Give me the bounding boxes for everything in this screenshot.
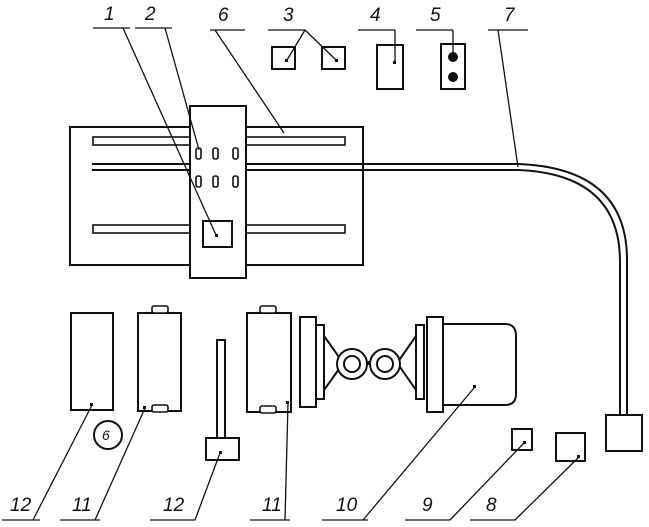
label-11-right: 11: [262, 495, 282, 516]
component-3a: [271, 46, 296, 70]
component-4: [376, 30, 404, 90]
label-8: 8: [486, 495, 497, 516]
left-flange: [299, 316, 317, 408]
label-10: 10: [336, 495, 358, 516]
cable-outer: [92, 163, 628, 415]
top-callouts: 1 2 6 3 4 5 7: [93, 4, 528, 31]
label-12-right: 12: [163, 495, 185, 516]
component-8-box: [555, 432, 586, 462]
component-11-left: [94, 305, 182, 521]
component-9-box: [511, 428, 533, 451]
component-11-right: [246, 305, 292, 521]
right-collar: [415, 324, 425, 400]
component-9: [449, 428, 533, 521]
label-4: 4: [370, 5, 381, 26]
label-6: 6: [218, 5, 229, 26]
circle-marker-label: 6: [102, 427, 110, 443]
label-5: 5: [430, 5, 441, 26]
circle-marker-ring: [93, 420, 123, 450]
label-9: 9: [422, 495, 433, 516]
label-3: 3: [283, 5, 294, 26]
motor-assembly-10: [299, 316, 517, 521]
component-8: [514, 432, 586, 521]
label-2: 2: [144, 4, 156, 25]
carriage-sensor: [202, 220, 233, 248]
rod-12: [216, 339, 226, 441]
left-collar: [315, 324, 325, 400]
component-12-left-box: [70, 312, 114, 411]
component-5: [440, 30, 466, 90]
component-11-right-box: [246, 312, 292, 413]
bottom-callouts: 12 11 12 11 10 9 8: [2, 495, 515, 521]
label-1: 1: [104, 4, 115, 25]
circle-marker: 6: [93, 420, 123, 450]
terminal-box: [605, 414, 643, 452]
cable-inner: [92, 169, 621, 415]
component-12-right: [194, 339, 240, 521]
component-11-left-box: [137, 312, 182, 412]
terminal-box-rect: [605, 414, 643, 452]
base-12: [205, 437, 240, 461]
cable-7: [92, 29, 628, 415]
component-3-pair: [271, 29, 346, 70]
carriage: [189, 105, 247, 279]
component-4-box: [376, 44, 404, 90]
label-11-left: 11: [72, 495, 92, 516]
leaders-1-2-6: [122, 27, 285, 236]
motor-body: [442, 323, 517, 406]
component-12-left: [32, 312, 114, 521]
label-12-left: 12: [10, 495, 32, 516]
right-flange: [426, 316, 444, 413]
carriage-plate: [189, 105, 247, 279]
label-7: 7: [504, 5, 516, 26]
